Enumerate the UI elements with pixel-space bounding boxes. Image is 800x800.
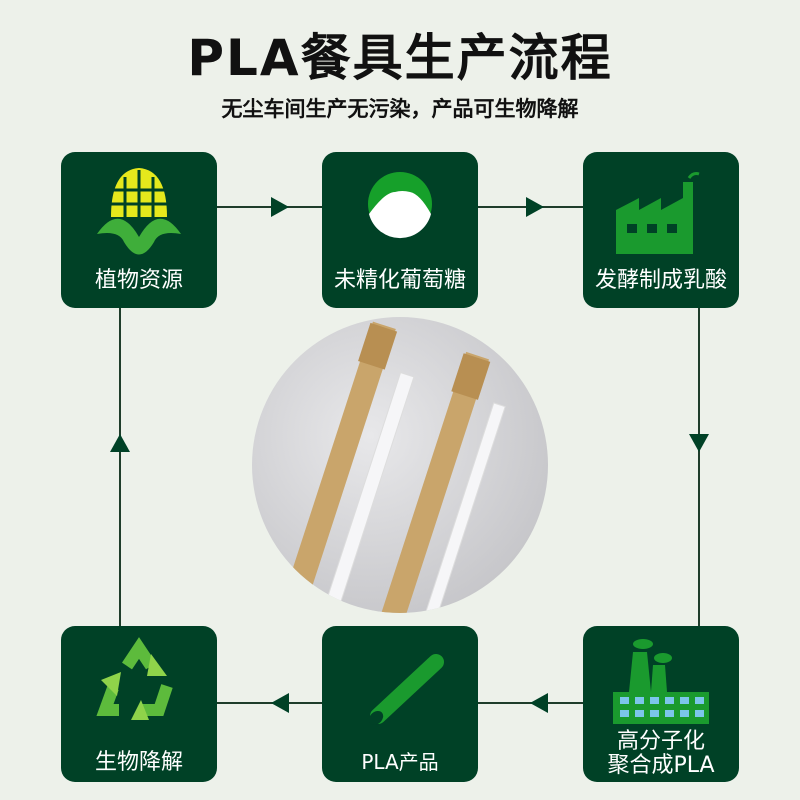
straw-icon	[368, 654, 444, 725]
connector	[217, 206, 322, 208]
step-label: 生物降解	[94, 750, 183, 775]
glucose-icon	[368, 172, 432, 239]
recycle-icon	[96, 637, 173, 720]
arrow-down-icon	[689, 434, 709, 452]
step-label: 聚合成PLA	[607, 753, 715, 778]
arrow-left-icon	[530, 693, 548, 713]
step-label: 未精化葡萄糖	[333, 268, 466, 293]
factory-icon	[616, 172, 700, 254]
step-label: PLA产品	[361, 750, 439, 774]
step-pla-product: PLA产品	[322, 626, 478, 782]
step-label: 高分子化	[616, 729, 705, 754]
step-fermentation: 发酵制成乳酸	[583, 152, 739, 308]
step-label: 发酵制成乳酸	[594, 268, 727, 293]
subtitle: 无尘车间生产无污染，产品可生物降解	[221, 97, 579, 121]
connector	[698, 306, 700, 626]
arrow-left-icon	[271, 693, 289, 713]
arrow-right-icon	[271, 197, 289, 217]
connector	[217, 702, 322, 704]
page-title: PLA餐具生产流程	[187, 29, 613, 87]
step-biodegradation: 生物降解	[61, 626, 217, 782]
corn-icon	[97, 168, 181, 255]
arrow-right-icon	[526, 197, 544, 217]
factory-smoke-icon	[613, 639, 709, 724]
product-photo	[252, 317, 548, 613]
step-glucose: 未精化葡萄糖	[322, 152, 478, 308]
step-polymerization: 高分子化 聚合成PLA	[583, 626, 739, 782]
arrow-up-icon	[110, 434, 130, 452]
step-label: 植物资源	[94, 268, 183, 293]
connector	[119, 306, 121, 626]
step-plant-resources: 植物资源	[61, 152, 217, 308]
